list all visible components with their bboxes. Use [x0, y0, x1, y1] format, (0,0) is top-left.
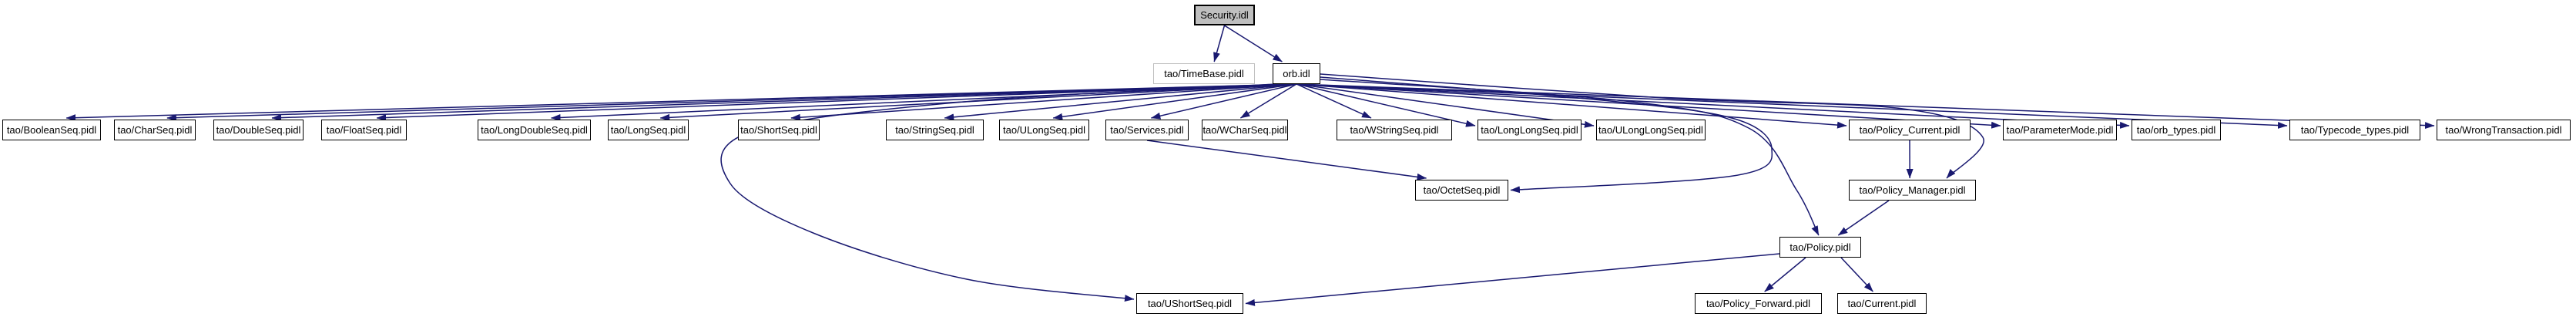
graph-node-tao-ulonglongseq[interactable]: tao/ULongLongSeq.pidl	[1596, 120, 1706, 140]
edge-tao-services-to-tao-octetseq	[1146, 140, 1427, 180]
edge-orb-idl-to-tao-charseq	[166, 83, 1297, 122]
graph-node-tao-shortseq[interactable]: tao/ShortSeq.pidl	[738, 120, 820, 140]
edge-orb-idl-to-tao-wcharseq	[1239, 83, 1297, 119]
edge-orb-idl-to-tao-doubleseq	[271, 83, 1297, 122]
graph-node-orb-idl[interactable]: orb.idl	[1273, 63, 1320, 84]
graph-node-security-idl[interactable]: Security.idl	[1194, 5, 1255, 25]
graph-node-tao-policy-forward[interactable]: tao/Policy_Forward.pidl	[1695, 293, 1822, 314]
edge-orb-idl-to-tao-wrongtransaction	[1296, 83, 2435, 130]
edge-orb-idl-to-tao-policy	[1320, 79, 1820, 236]
graph-node-tao-ulongseq[interactable]: tao/ULongSeq.pidl	[999, 120, 1089, 140]
graph-node-tao-wrongtransaction[interactable]: tao/WrongTransaction.pidl	[2437, 120, 2571, 140]
graph-node-tao-floatseq[interactable]: tao/FloatSeq.pidl	[321, 120, 407, 140]
edge-orb-idl-to-tao-ulongseq	[1052, 83, 1297, 120]
edge-orb-idl-to-tao-longlongseq	[1296, 83, 1476, 127]
edge-orb-idl-to-tao-policy-current	[1296, 83, 1847, 129]
edge-orb-idl-to-tao-services	[1150, 83, 1297, 120]
graph-node-tao-typecode-types[interactable]: tao/Typecode_types.pidl	[2289, 120, 2420, 140]
graph-node-tao-ushortseq[interactable]: tao/UShortSeq.pidl	[1136, 293, 1243, 314]
graph-node-tao-longdoubleseq[interactable]: tao/LongDoubleSeq.pidl	[478, 120, 591, 140]
edge-tao-policy-to-tao-ushortseq	[1245, 253, 1780, 306]
edge-orb-idl-to-tao-typecode-types	[1296, 83, 2288, 129]
graph-node-tao-octetseq[interactable]: tao/OctetSeq.pidl	[1415, 180, 1508, 201]
graph-node-tao-services[interactable]: tao/Services.pidl	[1105, 120, 1189, 140]
edge-orb-idl-to-tao-floatseq	[376, 83, 1297, 122]
graph-node-tao-wstringseq[interactable]: tao/WStringSeq.pidl	[1337, 120, 1452, 140]
edge-security-idl-to-orb-idl	[1224, 25, 1283, 62]
graph-node-tao-current[interactable]: tao/Current.pidl	[1837, 293, 1927, 314]
graph-node-tao-charseq[interactable]: tao/CharSeq.pidl	[114, 120, 196, 140]
edge-orb-idl-to-tao-ulonglongseq	[1296, 83, 1595, 128]
graph-node-tao-booleanseq[interactable]: tao/BooleanSeq.pidl	[2, 120, 101, 140]
edge-orb-idl-to-tao-ushortseq	[720, 83, 1276, 302]
graph-node-tao-policy[interactable]: tao/Policy.pidl	[1779, 237, 1861, 258]
graph-node-tao-timebase[interactable]: tao/TimeBase.pidl	[1153, 63, 1255, 84]
edge-tao-policy-to-tao-current	[1840, 257, 1873, 292]
graph-node-tao-policy-current[interactable]: tao/Policy_Current.pidl	[1849, 120, 1971, 140]
edge-security-idl-to-tao-timebase	[1213, 25, 1226, 62]
edge-orb-idl-to-tao-orb-types	[1296, 83, 2130, 129]
edge-orb-idl-to-tao-stringseq	[944, 83, 1297, 121]
graph-node-tao-doubleseq[interactable]: tao/DoubleSeq.pidl	[213, 120, 304, 140]
edge-orb-idl-to-tao-policy-manager	[1320, 73, 1984, 179]
edge-orb-idl-to-tao-shortseq	[790, 83, 1297, 121]
edge-tao-policy-to-tao-policy-forward	[1764, 257, 1806, 292]
graph-node-tao-stringseq[interactable]: tao/StringSeq.pidl	[886, 120, 984, 140]
graph-node-tao-policy-manager[interactable]: tao/Policy_Manager.pidl	[1849, 180, 1976, 201]
graph-node-tao-wcharseq[interactable]: tao/WCharSeq.pidl	[1202, 120, 1288, 140]
dependency-edges	[65, 25, 2435, 306]
graph-node-tao-orb-types[interactable]: tao/orb_types.pidl	[2132, 120, 2221, 140]
graph-node-tao-parametermode[interactable]: tao/ParameterMode.pidl	[2003, 120, 2117, 140]
graph-node-tao-longseq[interactable]: tao/LongSeq.pidl	[608, 120, 689, 140]
edge-tao-policy-manager-to-tao-policy	[1837, 200, 1890, 236]
edge-orb-idl-to-tao-wstringseq	[1296, 83, 1372, 119]
graph-node-tao-longlongseq[interactable]: tao/LongLongSeq.pidl	[1478, 120, 1581, 140]
